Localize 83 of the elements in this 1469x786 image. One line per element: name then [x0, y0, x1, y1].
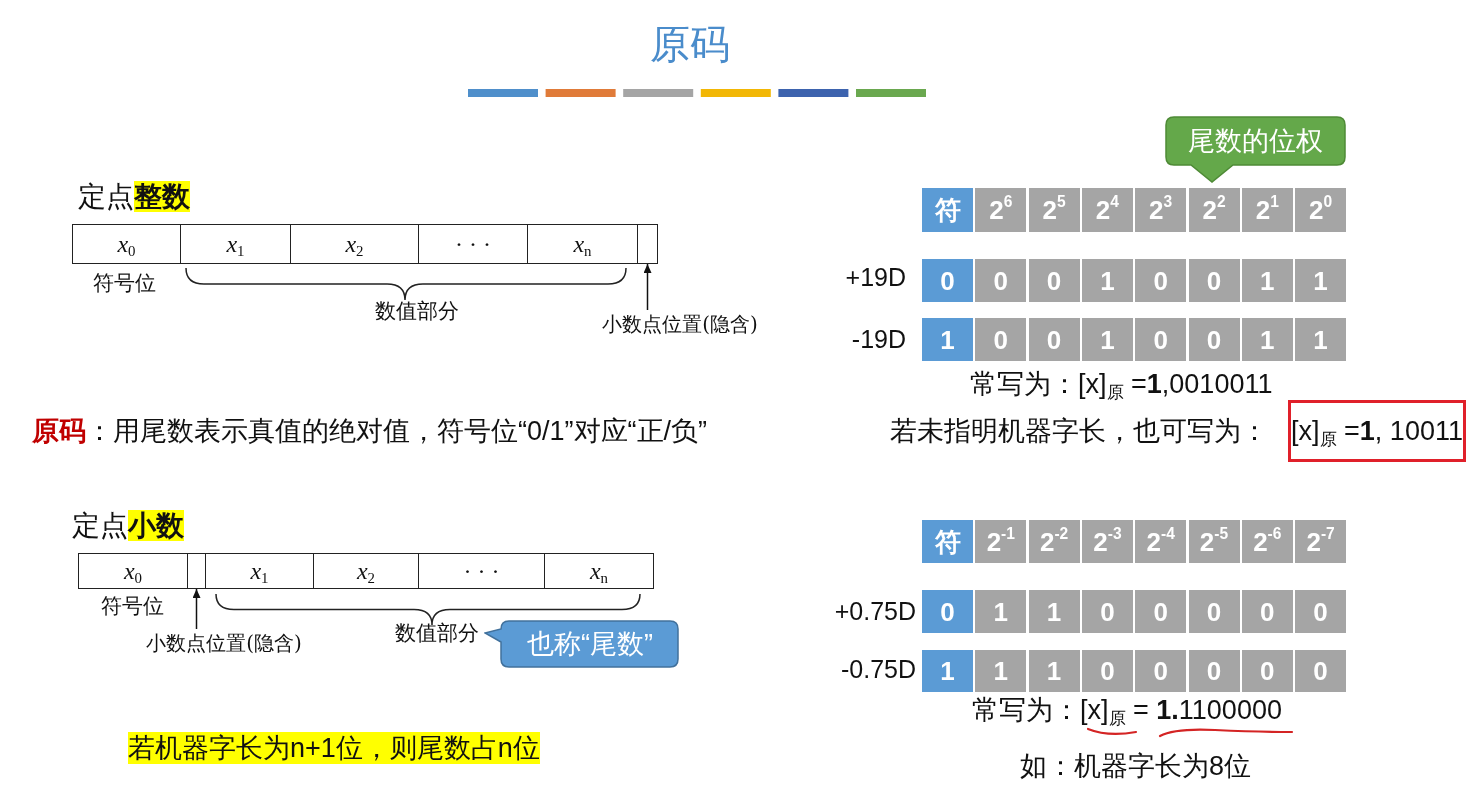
- bit-field-cell: · · ·: [418, 224, 528, 264]
- header-cell: 2$^{2}$: [1188, 188, 1240, 232]
- bit-cell: 1: [1028, 650, 1080, 692]
- header-cell: 2$^{-6}$: [1241, 520, 1293, 563]
- callout-text: 小数点位置(隐含): [140, 629, 308, 656]
- section-heading: 定点整数: [78, 180, 190, 214]
- header-cell: 符: [922, 520, 973, 563]
- row-label: -0.75D: [840, 654, 916, 684]
- bit-cell: 0: [1295, 590, 1347, 633]
- row-label: +0.75D: [834, 596, 916, 626]
- header-cell: 2$^{-3}$: [1081, 520, 1133, 563]
- header-cell: 2$^{-1}$: [975, 520, 1027, 563]
- bit-cell: 0: [1188, 650, 1240, 692]
- bit-cell: 0: [1295, 650, 1347, 692]
- formula-text: 常写为：[x]$_{原}$ = 1.1100000: [972, 697, 1282, 725]
- bit-cell: 1: [922, 650, 973, 692]
- header-cell: 2$^{-2}$: [1028, 520, 1080, 563]
- bit-cell: 0: [922, 259, 973, 302]
- bit-cell: 0: [1135, 259, 1187, 302]
- bit-cell: 0: [1081, 650, 1133, 692]
- bit-field-cell: x$_{2}$: [290, 224, 419, 264]
- bit-cell: 0: [975, 318, 1027, 361]
- speech-bubble: 也称“尾数”: [484, 620, 679, 668]
- bit-cell: 1: [922, 318, 973, 361]
- bit-cell: 1: [1028, 590, 1080, 633]
- slide-title: 原码: [650, 21, 730, 68]
- bit-cell: 0: [1028, 318, 1080, 361]
- note-text: 若未指明机器字长，也可写为：: [890, 415, 1268, 448]
- boxed-formula: [x]$_{原}$ =1, 10011: [1288, 400, 1466, 462]
- cell-caption: 符号位: [100, 594, 164, 620]
- callout-text: 小数点位置(隐含): [597, 310, 763, 337]
- bit-cell: 0: [1241, 650, 1293, 692]
- bit-field-cell: x$_{2}$: [313, 553, 419, 589]
- bit-field-cell: x$_{0}$: [78, 553, 188, 589]
- header-cell: 2$^{-4}$: [1135, 520, 1187, 563]
- bit-cell: 1: [975, 650, 1027, 692]
- bit-field-cell: x$_{0}$: [72, 224, 181, 264]
- bit-cell: 0: [922, 590, 973, 633]
- header-cell: 2$^{5}$: [1028, 188, 1080, 232]
- bit-cell: 1: [1295, 259, 1347, 302]
- bit-cell: 0: [1135, 650, 1187, 692]
- bit-cell: 0: [1028, 259, 1080, 302]
- definition-text: 原码：用尾数表示真值的绝对值，符号位“0/1”对应“正/负”: [32, 415, 707, 448]
- bit-cell: 1: [1241, 259, 1293, 302]
- highlighted-note: 若机器字长为n+1位，则尾数占n位: [128, 732, 540, 765]
- bit-cell: 0: [1188, 590, 1240, 633]
- brace-label: 数值部分: [375, 299, 459, 325]
- bit-cell: 0: [975, 259, 1027, 302]
- bit-cell: 1: [975, 590, 1027, 633]
- brace-label: 数值部分: [395, 621, 479, 647]
- speech-bubble: 尾数的位权: [1165, 116, 1346, 183]
- bit-cell: 1: [1295, 318, 1347, 361]
- leader-arrow: [643, 263, 652, 311]
- header-cell: 符: [922, 188, 973, 232]
- leader-arrow: [192, 588, 201, 630]
- header-cell: 2$^{0}$: [1295, 188, 1347, 232]
- bit-field-cell: x$_{1}$: [180, 224, 291, 264]
- note-text: 如：机器字长为8位: [1020, 750, 1252, 783]
- row-label: -19D: [851, 324, 906, 354]
- empty-cell: [637, 224, 658, 264]
- cell-caption: 符号位: [92, 271, 156, 297]
- header-cell: 2$^{-7}$: [1295, 520, 1347, 563]
- row-label: +19D: [845, 262, 906, 292]
- bit-field-cell: · · ·: [418, 553, 545, 589]
- bit-cell: 1: [1081, 318, 1133, 361]
- header-cell: 2$^{-5}$: [1188, 520, 1240, 563]
- bit-cell: 0: [1188, 259, 1240, 302]
- bit-cell: 0: [1135, 318, 1187, 361]
- header-cell: 2$^{4}$: [1081, 188, 1133, 232]
- bit-cell: 1: [1081, 259, 1133, 302]
- section-heading: 定点小数: [72, 509, 184, 543]
- bit-cell: 0: [1188, 318, 1240, 361]
- header-cell: 2$^{3}$: [1135, 188, 1187, 232]
- bit-cell: 0: [1135, 590, 1187, 633]
- header-cell: 2$^{6}$: [975, 188, 1027, 232]
- bit-field-cell: x$_{n}$: [527, 224, 638, 264]
- bit-field-cell: x$_{1}$: [205, 553, 314, 589]
- header-cell: 2$^{1}$: [1241, 188, 1293, 232]
- bit-field-cell: x$_{n}$: [544, 553, 654, 589]
- formula-text: 常写为：[x]$_{原}$ =1,0010011: [970, 368, 1273, 401]
- bit-cell: 1: [1241, 318, 1293, 361]
- bit-cell: 0: [1241, 590, 1293, 633]
- bit-cell: 0: [1081, 590, 1133, 633]
